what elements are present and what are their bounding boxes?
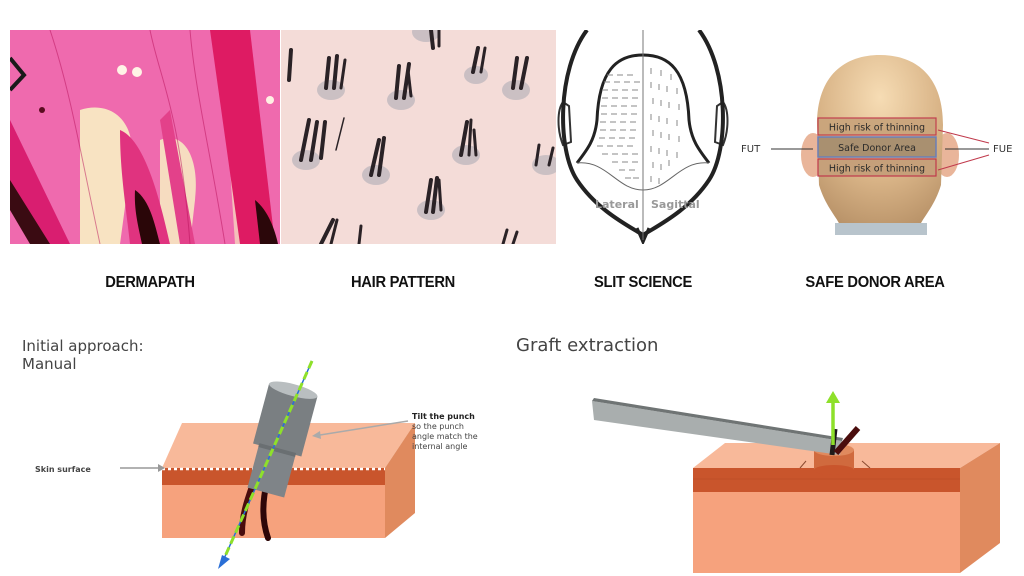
punch-illustration xyxy=(120,360,415,569)
graft-extraction-diagram: Graft extraction xyxy=(510,333,1022,573)
hair-pattern-illustration xyxy=(281,30,556,244)
tilt-punch-note-line2: angle match the xyxy=(412,432,478,441)
hair-pattern-image xyxy=(281,30,556,244)
lower-zone-label: High risk of thinning xyxy=(829,164,925,175)
tilt-punch-note-line3: internal angle xyxy=(412,442,468,451)
tilt-punch-note-title: Tilt the punch xyxy=(412,412,475,421)
dermapath-image xyxy=(10,30,280,244)
sagittal-label: Sagittal xyxy=(651,198,700,211)
graft-extraction-illustration xyxy=(592,391,1000,573)
upper-zone-label: High risk of thinning xyxy=(829,123,925,134)
tilt-punch-note-line1: so the punch xyxy=(412,422,464,431)
graft-extraction-title: Graft extraction xyxy=(516,335,659,356)
middle-zone-label: Safe Donor Area xyxy=(838,143,916,154)
manual-subtitle: Manual xyxy=(22,355,77,373)
caption-hair-pattern: HAIR PATTERN xyxy=(350,274,456,291)
caption-slit-science: SLIT SCIENCE xyxy=(593,274,693,291)
caption-safe-donor-area: SAFE DONOR AREA xyxy=(805,274,945,291)
slit-science-diagram: Lateral Sagittal xyxy=(557,30,729,244)
fue-label: FUE xyxy=(993,144,1012,155)
initial-approach-diagram: Initial approach: Manual Skin surface Ti… xyxy=(10,333,502,573)
skin-surface-label: Skin surface xyxy=(35,465,91,474)
lateral-label: Lateral xyxy=(595,198,639,211)
histology-illustration xyxy=(10,30,280,244)
scalp-top-view-illustration: Lateral Sagittal xyxy=(557,30,729,244)
back-of-head-illustration: High risk of thinning Safe Donor Area Hi… xyxy=(741,55,1012,235)
initial-approach-title: Initial approach: xyxy=(22,337,144,355)
safe-donor-area-diagram: High risk of thinning Safe Donor Area Hi… xyxy=(735,55,1024,240)
fut-label: FUT xyxy=(741,144,761,155)
caption-dermapath: DERMAPATH xyxy=(105,274,195,291)
